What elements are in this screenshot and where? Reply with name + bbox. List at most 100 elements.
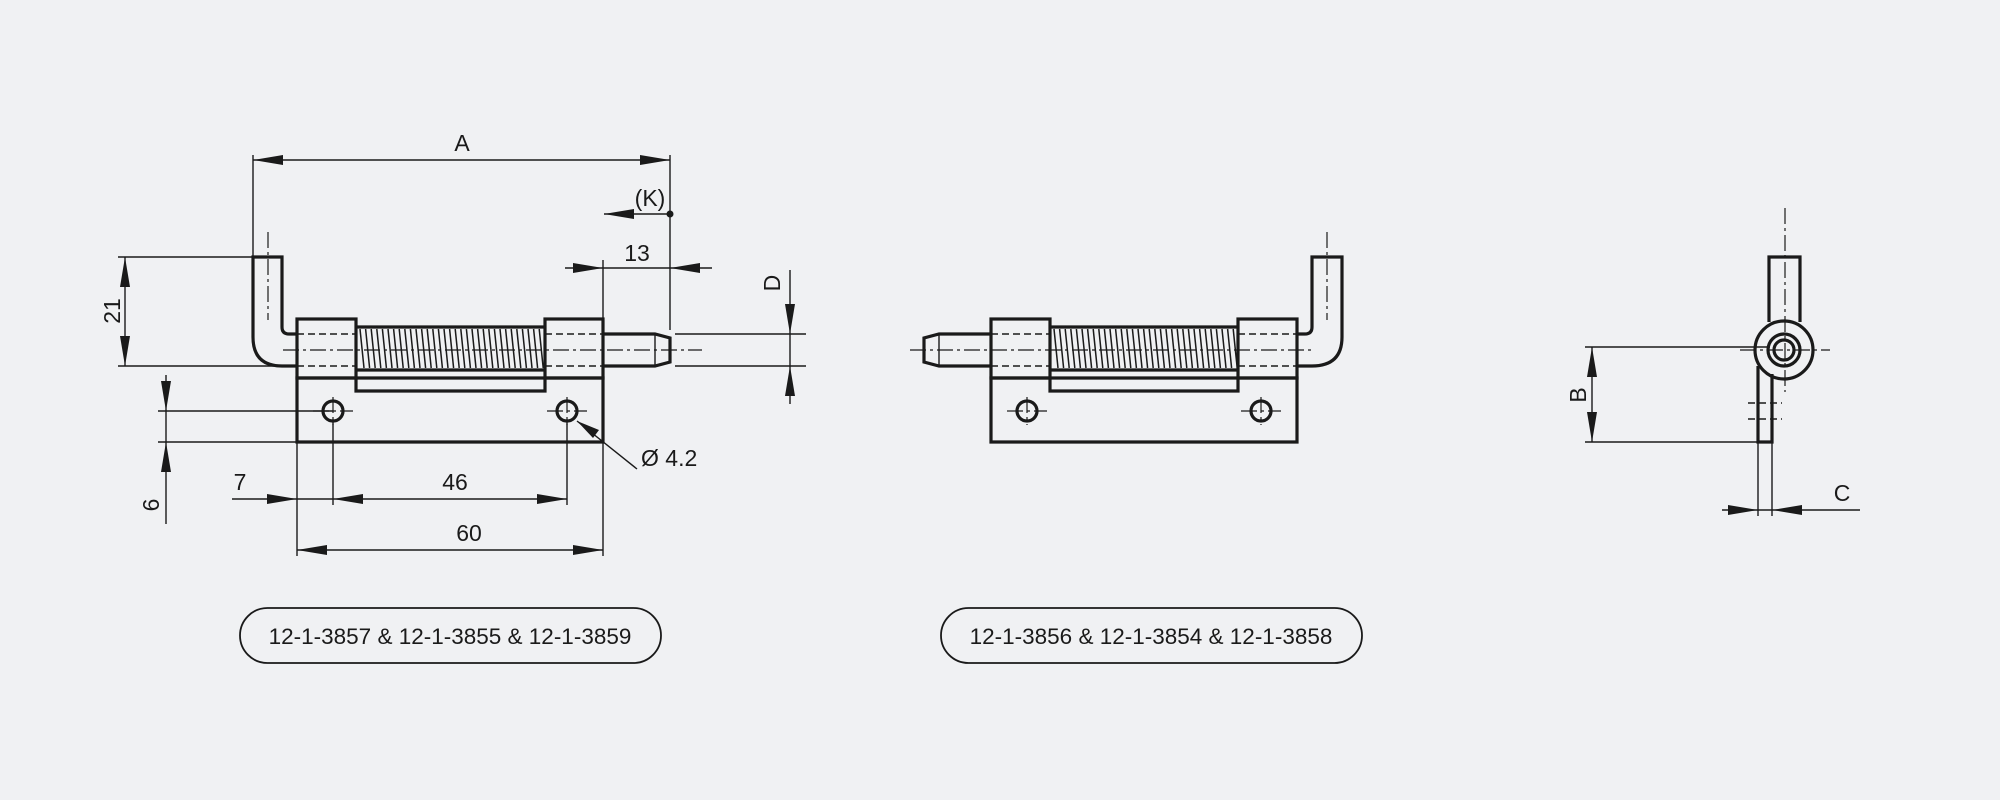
spring-coil (1170, 328, 1177, 369)
hole-diameter-callout: Ø 4.2 (576, 420, 697, 471)
spring-coil (538, 328, 544, 369)
dimension-21-label: 21 (99, 298, 125, 324)
spring-coil (516, 328, 522, 369)
spring-coil (499, 328, 505, 369)
part-number-right: 12-1-3856 & 12-1-3854 & 12-1-3858 (940, 607, 1363, 664)
spring-coil (415, 328, 421, 369)
spring-coil (1058, 328, 1065, 369)
spring-coil (381, 328, 388, 369)
spring-coil (364, 328, 371, 369)
dimension-a-label: A (454, 130, 470, 156)
spring-coil (1193, 328, 1199, 369)
spring-coil (1086, 328, 1093, 369)
spring-coil (1137, 328, 1143, 369)
dimension-a: A (252, 130, 671, 330)
spring-coil (409, 328, 416, 369)
spring-coil (1165, 328, 1171, 369)
spring-coil (1098, 328, 1104, 369)
spring-coil (1154, 328, 1160, 369)
part-number-right-text: 12-1-3856 & 12-1-3854 & 12-1-3858 (970, 624, 1333, 649)
dimension-d: D (675, 270, 806, 404)
spring-coil (1075, 328, 1082, 369)
spring-coil (1092, 328, 1098, 369)
spring-coil (476, 328, 483, 369)
spring-coil (1053, 328, 1059, 369)
spring-coil (1221, 328, 1227, 369)
spring-coil (420, 328, 427, 369)
dimension-b: B (1565, 346, 1770, 443)
spring-coil (426, 328, 432, 369)
side-view-body (1740, 208, 1830, 444)
dimension-c: C (1722, 442, 1860, 516)
spring-coil (1215, 328, 1222, 369)
left-hinge-body (251, 232, 702, 444)
spring-coil (370, 328, 376, 369)
side-view: B C (1565, 208, 1860, 516)
spring-coil (376, 328, 382, 369)
dimension-k: (K) (604, 185, 674, 219)
spring-coil (454, 328, 460, 369)
dimension-6: 6 (138, 375, 333, 524)
dimension-13: 13 (565, 240, 712, 320)
middle-spring-coils (1053, 328, 1238, 369)
spring-coil (443, 328, 449, 369)
spring-coil (1142, 328, 1149, 369)
spring-coil (448, 328, 455, 369)
spring-coil (471, 328, 477, 369)
dimension-d-label: D (759, 275, 785, 292)
dimension-7-label: 7 (234, 469, 247, 495)
spring-coil (510, 328, 516, 369)
dimension-46-label: 46 (442, 469, 468, 495)
part-number-left: 12-1-3857 & 12-1-3855 & 12-1-3859 (239, 607, 662, 664)
spring-coil (1232, 328, 1238, 369)
spring-coil (527, 328, 533, 369)
spring-coil (1210, 328, 1216, 369)
dimension-b-label: B (1565, 387, 1591, 402)
hole-diameter-label: Ø 4.2 (641, 445, 697, 471)
spring-coil (1187, 328, 1194, 369)
spring-coil (1176, 328, 1182, 369)
spring-coil (493, 328, 500, 369)
spring-coil (1114, 328, 1121, 369)
spring-coil (1204, 328, 1210, 369)
dimension-13-label: 13 (624, 240, 650, 266)
dimension-60: 60 (297, 442, 604, 556)
dimension-60-label: 60 (456, 520, 482, 546)
spring-coil (1131, 328, 1138, 369)
middle-hinge-view (910, 232, 1344, 444)
spring-coil (1103, 328, 1110, 369)
spring-coil (1081, 328, 1087, 369)
spring-coil (460, 328, 466, 369)
spring-coil (437, 328, 444, 369)
spring-coil (1064, 328, 1070, 369)
spring-coil (465, 328, 472, 369)
spring-coil (1120, 328, 1126, 369)
spring-coil (387, 328, 393, 369)
dimension-21: 21 (99, 256, 282, 367)
dimension-c-label: C (1834, 480, 1851, 506)
spring-coil (521, 328, 528, 369)
spring-coil (432, 328, 438, 369)
spring-coil (1226, 328, 1233, 369)
part-number-left-text: 12-1-3857 & 12-1-3855 & 12-1-3859 (269, 624, 632, 649)
spring-coil (359, 328, 365, 369)
dimension-7-46: 7 46 (232, 421, 568, 556)
spring-coil (488, 328, 494, 369)
spring-coil (404, 328, 410, 369)
left-hinge-view: A (K) 13 D (99, 130, 806, 556)
spring-coil (1159, 328, 1166, 369)
spring-coil (1109, 328, 1115, 369)
spring-coil (1182, 328, 1188, 369)
spring-coil (532, 328, 539, 369)
spring-coil (398, 328, 404, 369)
spring-coil (1198, 328, 1205, 369)
spring-coil (1126, 328, 1132, 369)
left-spring-coils (359, 328, 544, 369)
middle-hinge-body (910, 232, 1344, 444)
spring-coil (1148, 328, 1154, 369)
spring-coil (1070, 328, 1076, 369)
spring-coil (482, 328, 488, 369)
dimension-6-label: 6 (138, 499, 164, 512)
spring-coil (392, 328, 399, 369)
